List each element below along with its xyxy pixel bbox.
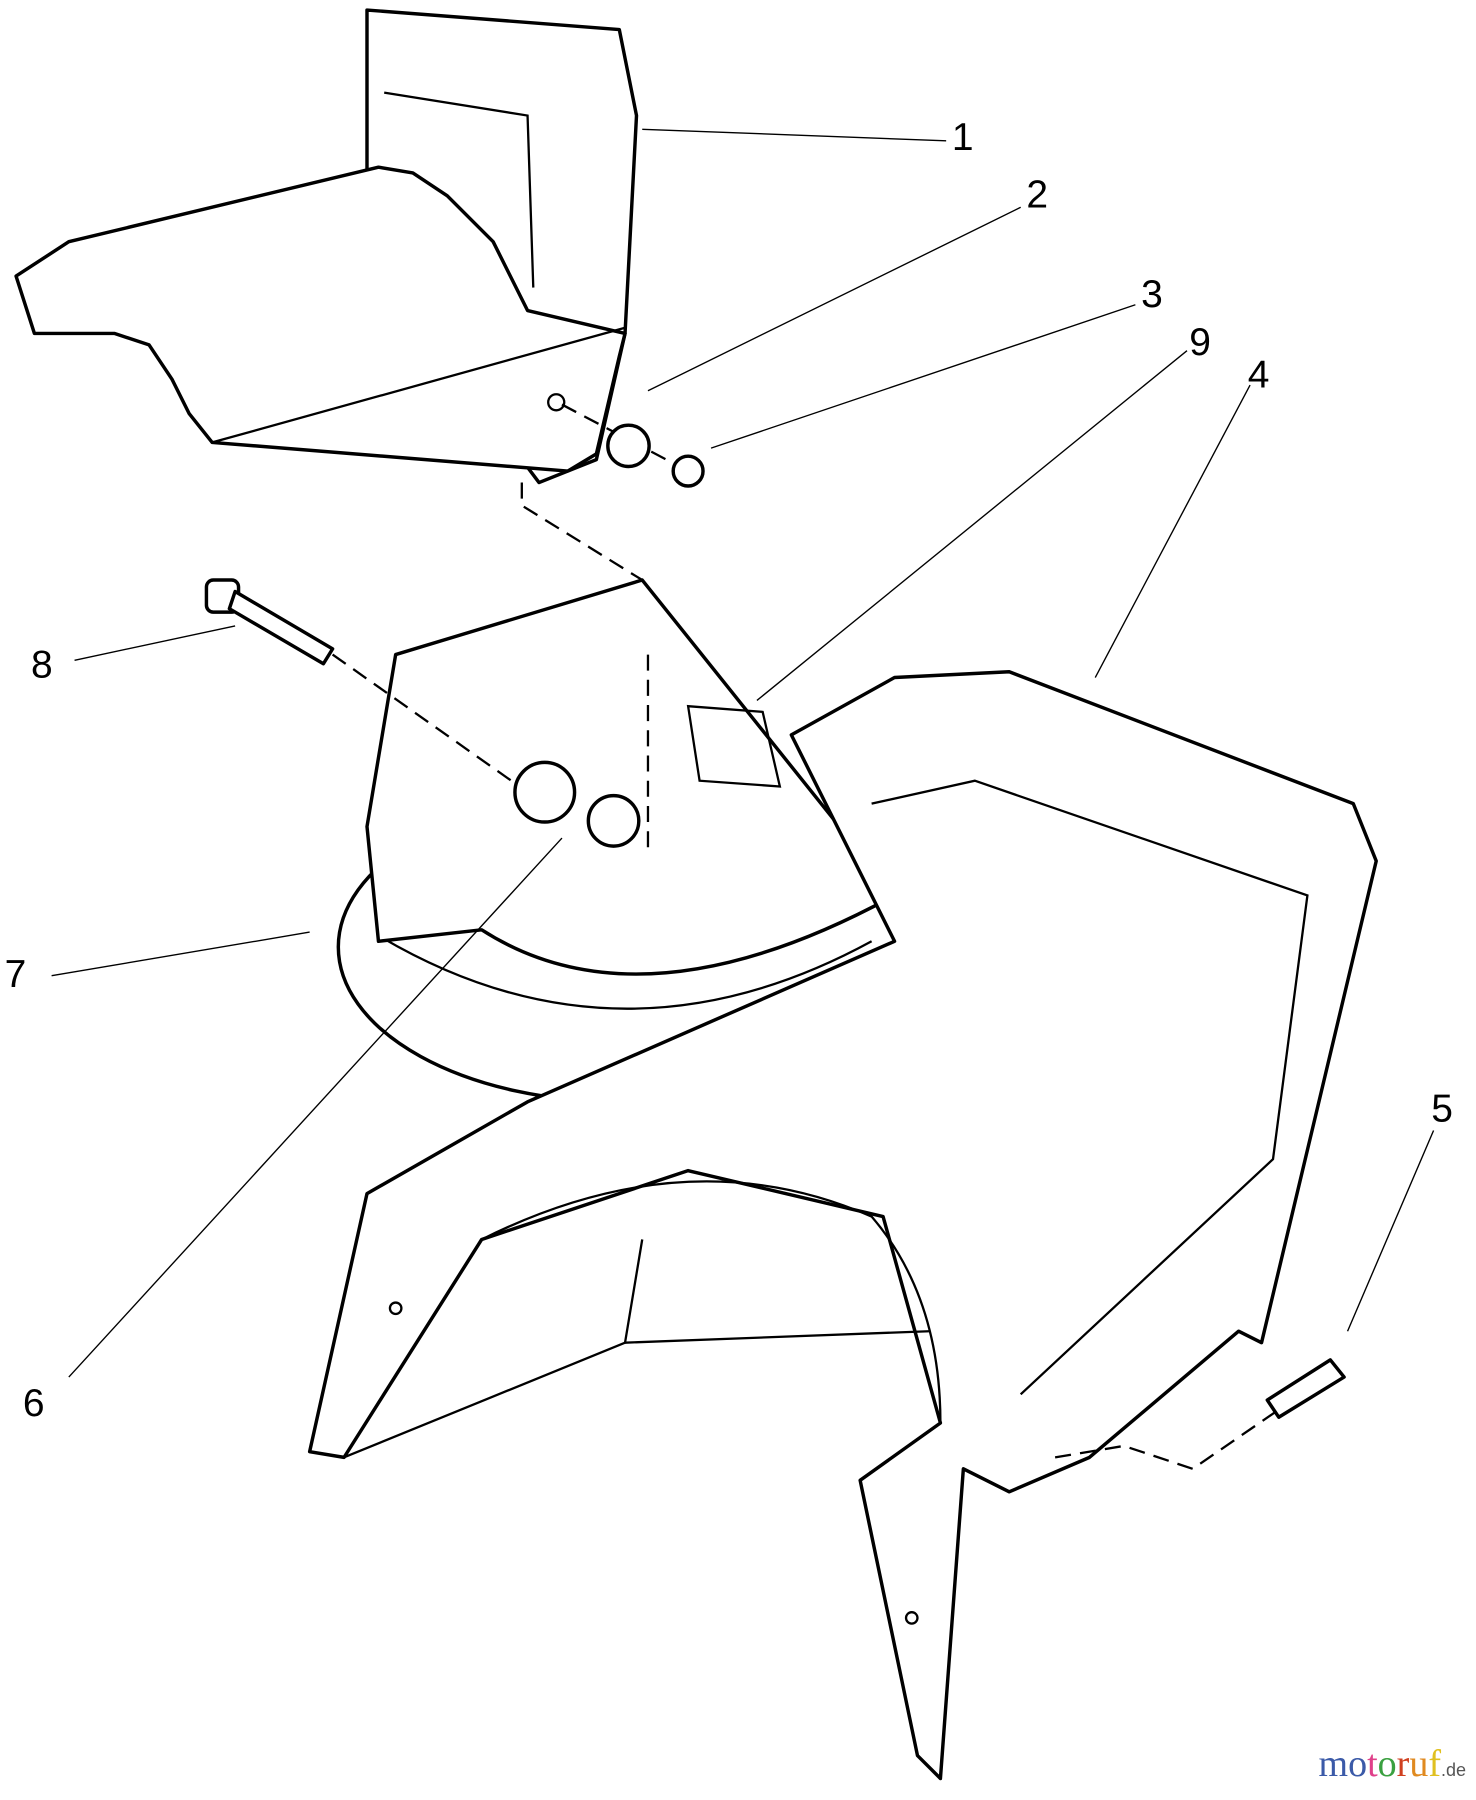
callout-2: 2 — [1026, 173, 1048, 216]
callout-4: 4 — [1248, 353, 1270, 396]
watermark-letter: m — [1318, 1743, 1349, 1785]
bolt-5 — [1265, 1358, 1346, 1419]
leader-lines — [51, 128, 1435, 1378]
callout-3: 3 — [1141, 273, 1163, 316]
bolt-and-washers — [204, 578, 641, 848]
watermark-letter: o — [1348, 1743, 1368, 1785]
watermark-letter: r — [1396, 1743, 1410, 1785]
callout-7: 7 — [5, 953, 27, 996]
washer-and-nut — [561, 403, 705, 488]
watermark-logo: motoruf.de — [1319, 1742, 1466, 1786]
chute-housing — [307, 670, 1378, 1781]
callout-8: 8 — [31, 644, 53, 687]
callout-9: 9 — [1189, 321, 1211, 364]
callout-1: 1 — [952, 116, 974, 159]
watermark-letter: o — [1377, 1743, 1397, 1785]
callout-5: 5 — [1431, 1087, 1453, 1130]
watermark-letter: t — [1367, 1743, 1378, 1785]
watermark-letter: u — [1409, 1743, 1429, 1785]
chute-deflector — [14, 8, 643, 582]
watermark-tld: .de — [1440, 1760, 1466, 1780]
callout-6: 6 — [23, 1382, 45, 1425]
watermark-letter: f — [1428, 1743, 1441, 1785]
